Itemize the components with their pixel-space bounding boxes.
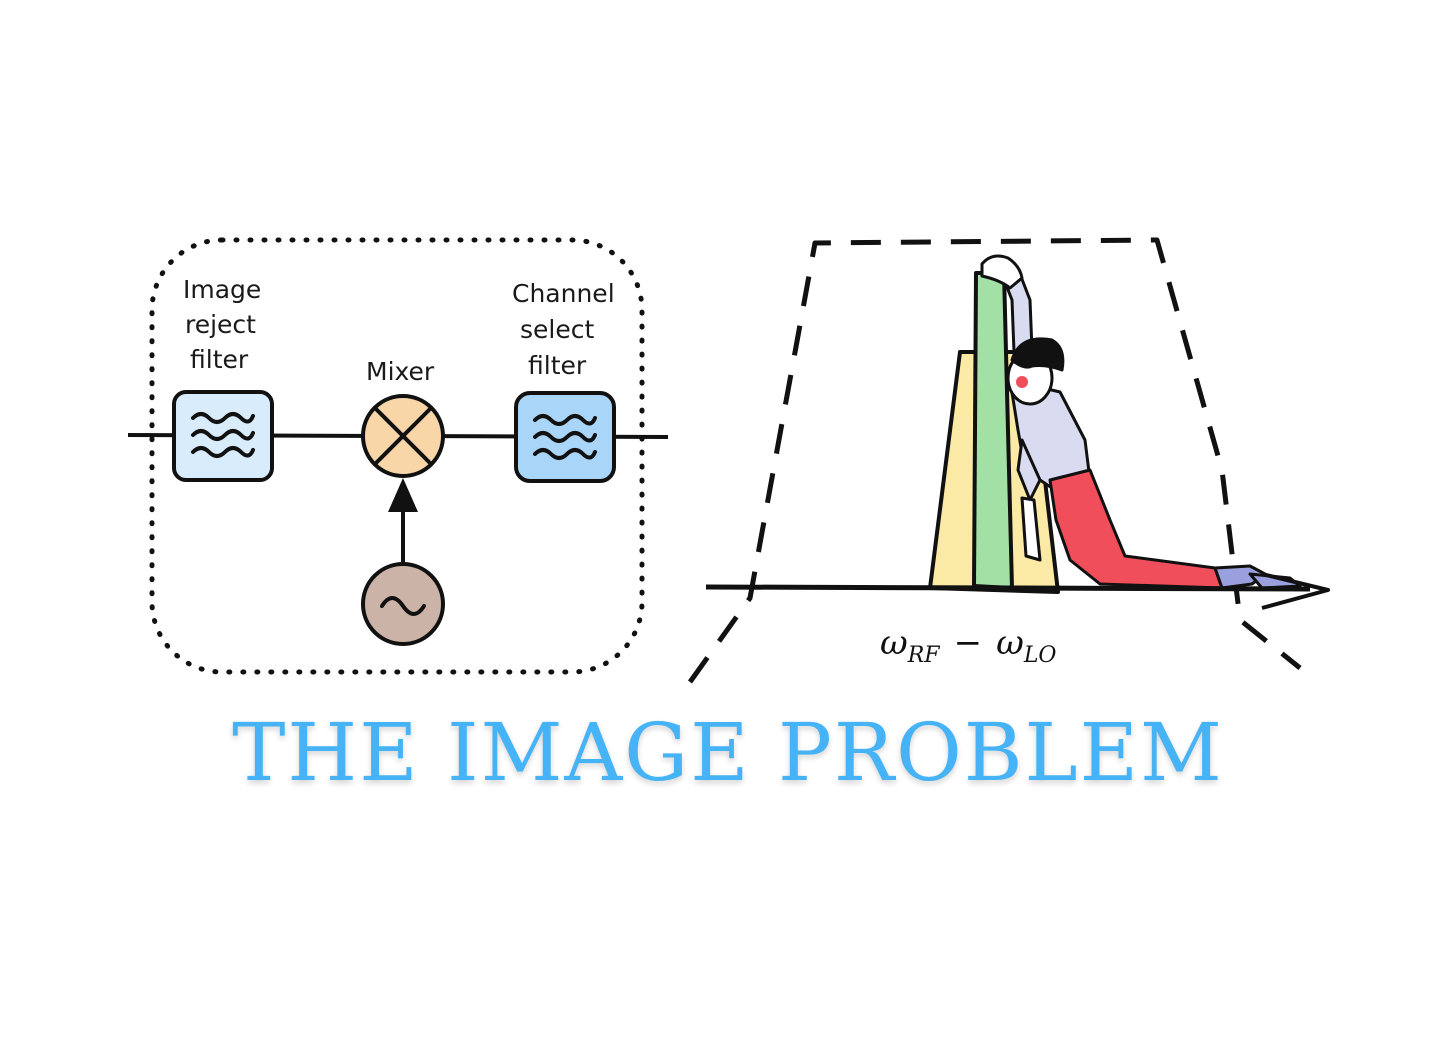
lo-arrow-head <box>388 478 418 512</box>
minus-sign: − <box>954 623 983 663</box>
page-title: THE IMAGE PROBLEM <box>232 706 1224 799</box>
if-frequency-label: ωRF−ωLO <box>880 623 1056 668</box>
receiver-block-diagram: Image reject filter Mixer <box>127 237 669 675</box>
desired-signal-bar <box>972 271 1014 590</box>
image-reject-label-line2: reject <box>185 310 256 339</box>
sine-wave-icon <box>380 596 426 616</box>
bandpass-wave-icon <box>191 412 255 458</box>
person-holding-bar-illustration <box>980 254 1302 590</box>
channel-select-filter-block <box>514 391 616 483</box>
dotted-enclosure <box>149 237 645 675</box>
multiply-icon <box>374 407 432 465</box>
bandpass-wave-icon <box>533 414 597 460</box>
omega-symbol: ω <box>880 623 908 663</box>
channel-select-label-line3: filter <box>528 351 587 380</box>
axis-arrow-head <box>1261 572 1330 610</box>
image-reject-label-line3: filter <box>190 345 249 374</box>
filter-response-dashed <box>687 237 1302 684</box>
image-reject-label-line1: Image <box>183 275 261 304</box>
rf-subscript: RF <box>907 643 941 668</box>
spectrum-illustration: ωRF−ωLO <box>687 237 1330 684</box>
lo-subscript: LO <box>1023 643 1057 668</box>
channel-select-label-line2: select <box>520 315 594 344</box>
mixer-label: Mixer <box>366 357 435 386</box>
image-reject-filter-block <box>172 390 274 482</box>
frequency-axis <box>705 584 1311 592</box>
oscillator-block <box>361 562 445 646</box>
omega-symbol-2: ω <box>996 623 1024 663</box>
mixer-block <box>361 394 445 478</box>
channel-select-label-line1: Channel <box>512 279 615 308</box>
